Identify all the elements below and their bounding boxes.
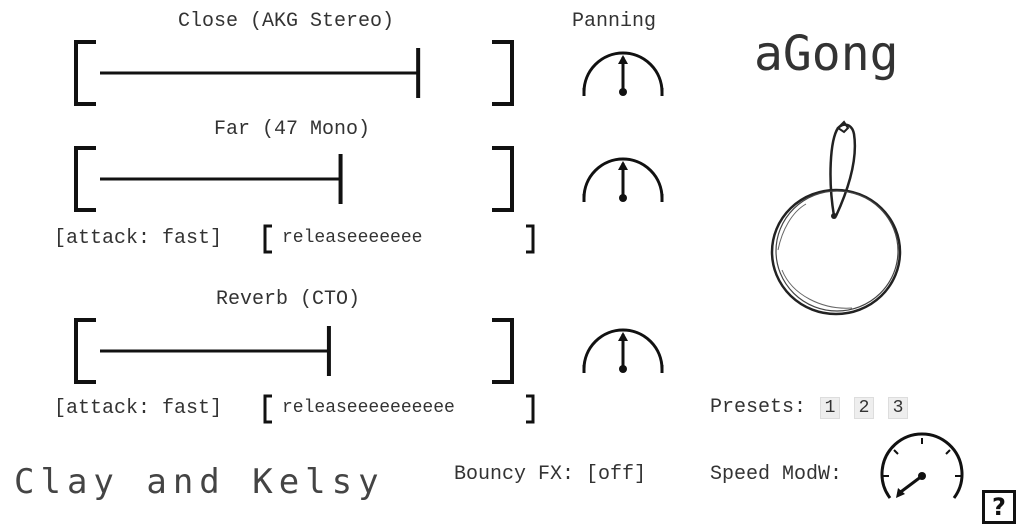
- reverb-label: Reverb (CTO): [216, 288, 361, 311]
- close-level-slider[interactable]: [72, 40, 516, 108]
- speed-dial-icon: [880, 432, 964, 499]
- close-level-slider-graphic: [74, 40, 514, 106]
- panning-label: Panning: [572, 10, 657, 33]
- release-field-far[interactable]: releaseeeeeee: [262, 224, 538, 254]
- far-level-slider-graphic: [74, 146, 514, 212]
- reverb-level-slider-graphic: [74, 318, 514, 384]
- close-pan-knob[interactable]: [580, 48, 666, 105]
- speed-modw-dial[interactable]: [876, 432, 968, 517]
- far-pan-knob[interactable]: [580, 154, 666, 211]
- pan-knob-icon: [582, 157, 664, 202]
- gong-illustration[interactable]: [762, 120, 922, 325]
- release-field-brackets: [263, 224, 535, 254]
- preset-button-3[interactable]: 3: [888, 397, 909, 419]
- presets-label: Presets:: [710, 396, 807, 419]
- pan-knob-icon: [582, 51, 664, 96]
- attack-toggle-far[interactable]: [attack: fast]: [54, 227, 223, 250]
- attack-toggle-reverb[interactable]: [attack: fast]: [54, 397, 223, 420]
- close-mic-label: Close (AKG Stereo): [178, 10, 395, 33]
- release-field-reverb[interactable]: releaseeeeeeeeee: [262, 394, 538, 424]
- release-field-brackets: [263, 394, 535, 424]
- release-value: releaseeeeeeeeee: [282, 398, 455, 418]
- bouncy-fx-toggle[interactable]: Bouncy FX: [off]: [454, 463, 647, 486]
- brand-logo: Clay and Kelsy: [14, 462, 385, 502]
- far-level-slider[interactable]: [72, 146, 516, 214]
- gong-icon: [770, 120, 902, 316]
- help-button[interactable]: ?: [982, 490, 1016, 524]
- app-title: aGong: [754, 26, 899, 82]
- far-mic-label: Far (47 Mono): [214, 118, 371, 141]
- preset-button-2[interactable]: 2: [854, 397, 875, 419]
- speed-modw-label: Speed ModW:: [710, 463, 843, 486]
- release-value: releaseeeeeee: [282, 228, 423, 248]
- reverb-pan-knob[interactable]: [580, 325, 666, 382]
- pan-knob-icon: [582, 328, 664, 373]
- preset-button-1[interactable]: 1: [820, 397, 841, 419]
- reverb-level-slider[interactable]: [72, 318, 516, 386]
